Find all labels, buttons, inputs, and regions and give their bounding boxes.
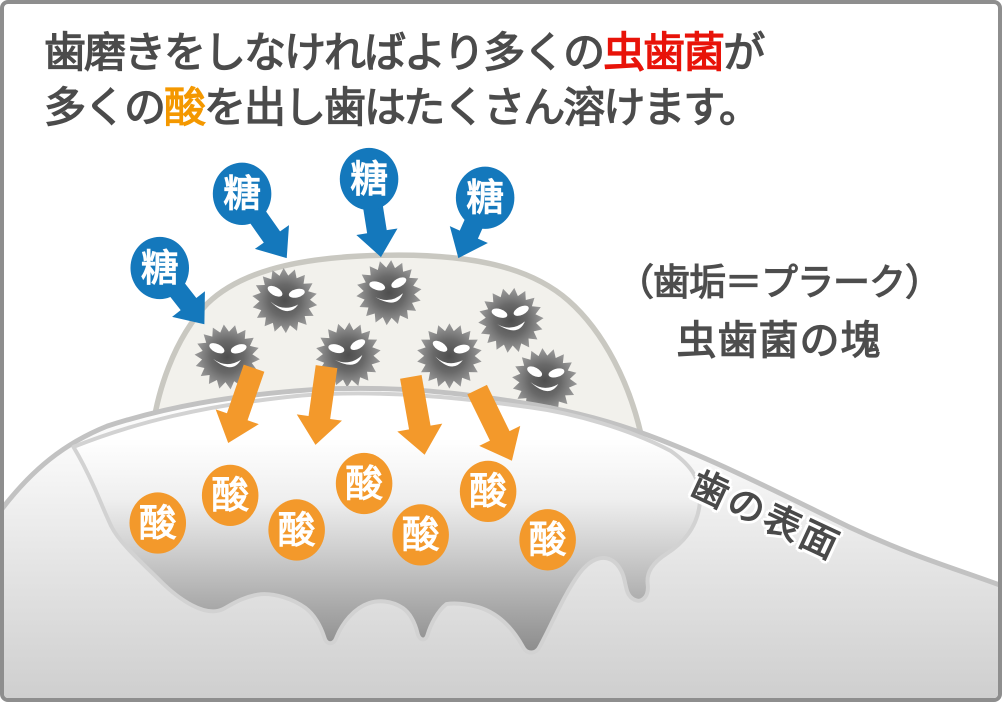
sugar-bubble-label: 糖 bbox=[223, 173, 261, 215]
acid-bubble: 酸 bbox=[129, 492, 187, 554]
acid-bubble-label: 酸 bbox=[211, 474, 249, 516]
acid-bubble: 酸 bbox=[268, 499, 325, 561]
sugar-bubble-label: 糖 bbox=[350, 158, 388, 200]
headline-line-2: 多くの酸を出し歯はたくさん溶けます。 bbox=[44, 81, 763, 136]
headline-text: 多くの bbox=[44, 83, 166, 131]
plaque-annotation-line-2: 虫歯菌の塊 bbox=[676, 319, 882, 363]
acid-bubble: 酸 bbox=[392, 504, 449, 566]
headline-text: を出し歯はたくさん溶けます。 bbox=[204, 83, 761, 131]
headline-text: が bbox=[723, 29, 765, 76]
acid-bubble-label: 酸 bbox=[529, 519, 567, 561]
sugar-bubbles: 糖 糖 糖 糖 bbox=[130, 147, 515, 300]
acid-bubble: 酸 bbox=[201, 464, 259, 526]
acid-bubble: 酸 bbox=[519, 509, 576, 571]
sugar-bubble: 糖 bbox=[212, 162, 272, 225]
sugar-bubble: 糖 bbox=[339, 147, 399, 211]
headline-text: 歯磨きをしなければより多くの bbox=[44, 29, 605, 76]
plaque-annotation-line-1: （歯垢＝プラーク） bbox=[617, 262, 942, 303]
acid-bubble-label: 酸 bbox=[402, 514, 440, 556]
acid-bubble-label: 酸 bbox=[139, 502, 177, 544]
headline-emphasis-orange: 酸 bbox=[164, 83, 206, 131]
sugar-bubble: 糖 bbox=[455, 166, 515, 229]
sugar-bubble-label: 糖 bbox=[466, 177, 504, 219]
acid-bubble-label: 酸 bbox=[278, 509, 316, 551]
acid-bubbles: 酸 酸 酸 酸 酸 酸 酸 bbox=[129, 452, 576, 571]
headline-emphasis-red: 虫歯菌 bbox=[603, 29, 725, 76]
sugar-bubble: 糖 bbox=[130, 236, 190, 300]
acid-bubble-label: 酸 bbox=[469, 470, 507, 512]
plaque-annotation: （歯垢＝プラーク） 虫歯菌の塊 bbox=[579, 252, 979, 366]
sugar-bubble-label: 糖 bbox=[141, 247, 179, 289]
headline: 歯磨きをしなければより多くの虫歯菌が 多くの酸を出し歯はたくさん溶けます。 bbox=[44, 26, 765, 136]
acid-bubble: 酸 bbox=[459, 460, 517, 523]
acid-bubble: 酸 bbox=[335, 452, 393, 515]
headline-line-1: 歯磨きをしなければより多くの虫歯菌が bbox=[44, 26, 765, 81]
tooth-decay-diagram: 糖 糖 糖 糖 酸 酸 bbox=[4, 147, 998, 698]
acid-bubble-label: 酸 bbox=[345, 462, 383, 504]
dissolved-enamel-shape bbox=[71, 391, 703, 655]
